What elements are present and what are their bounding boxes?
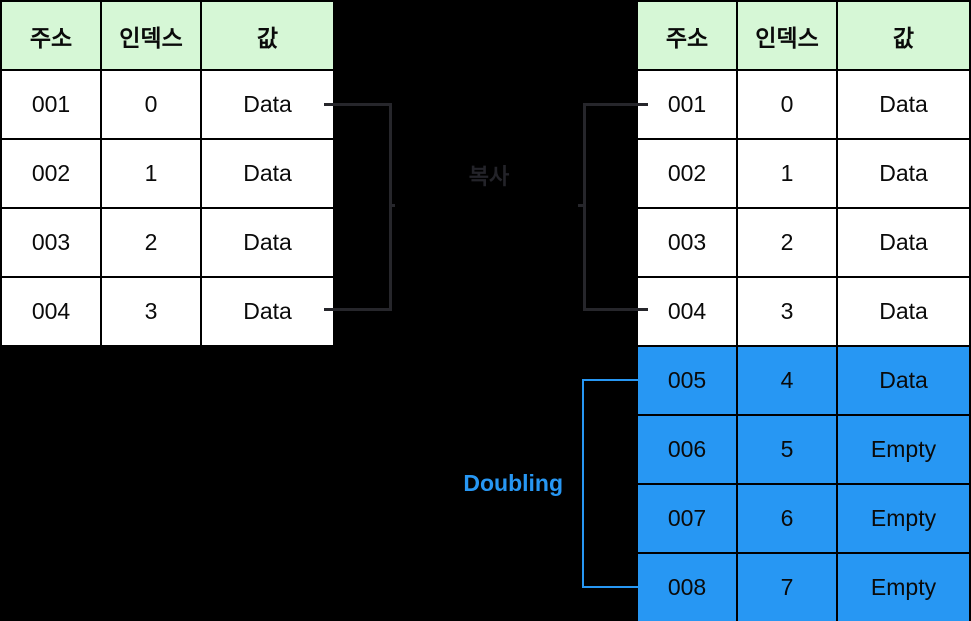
table-cell: Data: [836, 276, 971, 347]
table-cell: 008: [636, 552, 738, 621]
table-cell: 7: [736, 552, 838, 621]
column-header: 인덱스: [100, 0, 202, 71]
table-cell: 3: [736, 276, 838, 347]
table-cell: Data: [200, 276, 335, 347]
table-cell: 1: [736, 138, 838, 209]
column-header: 주소: [0, 0, 102, 71]
doubling-label: Doubling: [463, 470, 563, 496]
table-cell: Empty: [836, 483, 971, 554]
table-cell: Empty: [836, 414, 971, 485]
table-cell: Data: [836, 207, 971, 278]
column-header: 값: [200, 0, 335, 71]
table-cell: Data: [200, 69, 335, 140]
table-cell: 004: [636, 276, 738, 347]
table-cell: Data: [836, 69, 971, 140]
table-cell: 0: [736, 69, 838, 140]
table-cell: Data: [200, 207, 335, 278]
table-cell: 001: [0, 69, 102, 140]
column-header: 값: [836, 0, 971, 71]
table-cell: 002: [0, 138, 102, 209]
table-cell: 007: [636, 483, 738, 554]
table-cell: 001: [636, 69, 738, 140]
table-cell: 006: [636, 414, 738, 485]
copy-label: 복사: [468, 164, 510, 189]
table-cell: Data: [200, 138, 335, 209]
doubling-bracket: [582, 379, 650, 588]
table-cell: 1: [100, 138, 202, 209]
table-cell: 0: [100, 69, 202, 140]
table-cell: 003: [0, 207, 102, 278]
copy-target-bracket: [583, 103, 648, 311]
table-cell: 003: [636, 207, 738, 278]
table-cell: 002: [636, 138, 738, 209]
table-cell: Empty: [836, 552, 971, 621]
column-header: 인덱스: [736, 0, 838, 71]
copy-source-bracket: [324, 103, 392, 311]
table-cell: 6: [736, 483, 838, 554]
table-cell: 004: [0, 276, 102, 347]
copy-source-bracket-tick: [389, 204, 395, 207]
table-cell: 2: [100, 207, 202, 278]
table-cell: 2: [736, 207, 838, 278]
table-cell: Data: [836, 345, 971, 416]
copy-target-bracket-tick: [578, 204, 584, 207]
table-cell: Data: [836, 138, 971, 209]
table-cell: 5: [736, 414, 838, 485]
table-cell: 005: [636, 345, 738, 416]
table-cell: 4: [736, 345, 838, 416]
table-cell: 3: [100, 276, 202, 347]
column-header: 주소: [636, 0, 738, 71]
